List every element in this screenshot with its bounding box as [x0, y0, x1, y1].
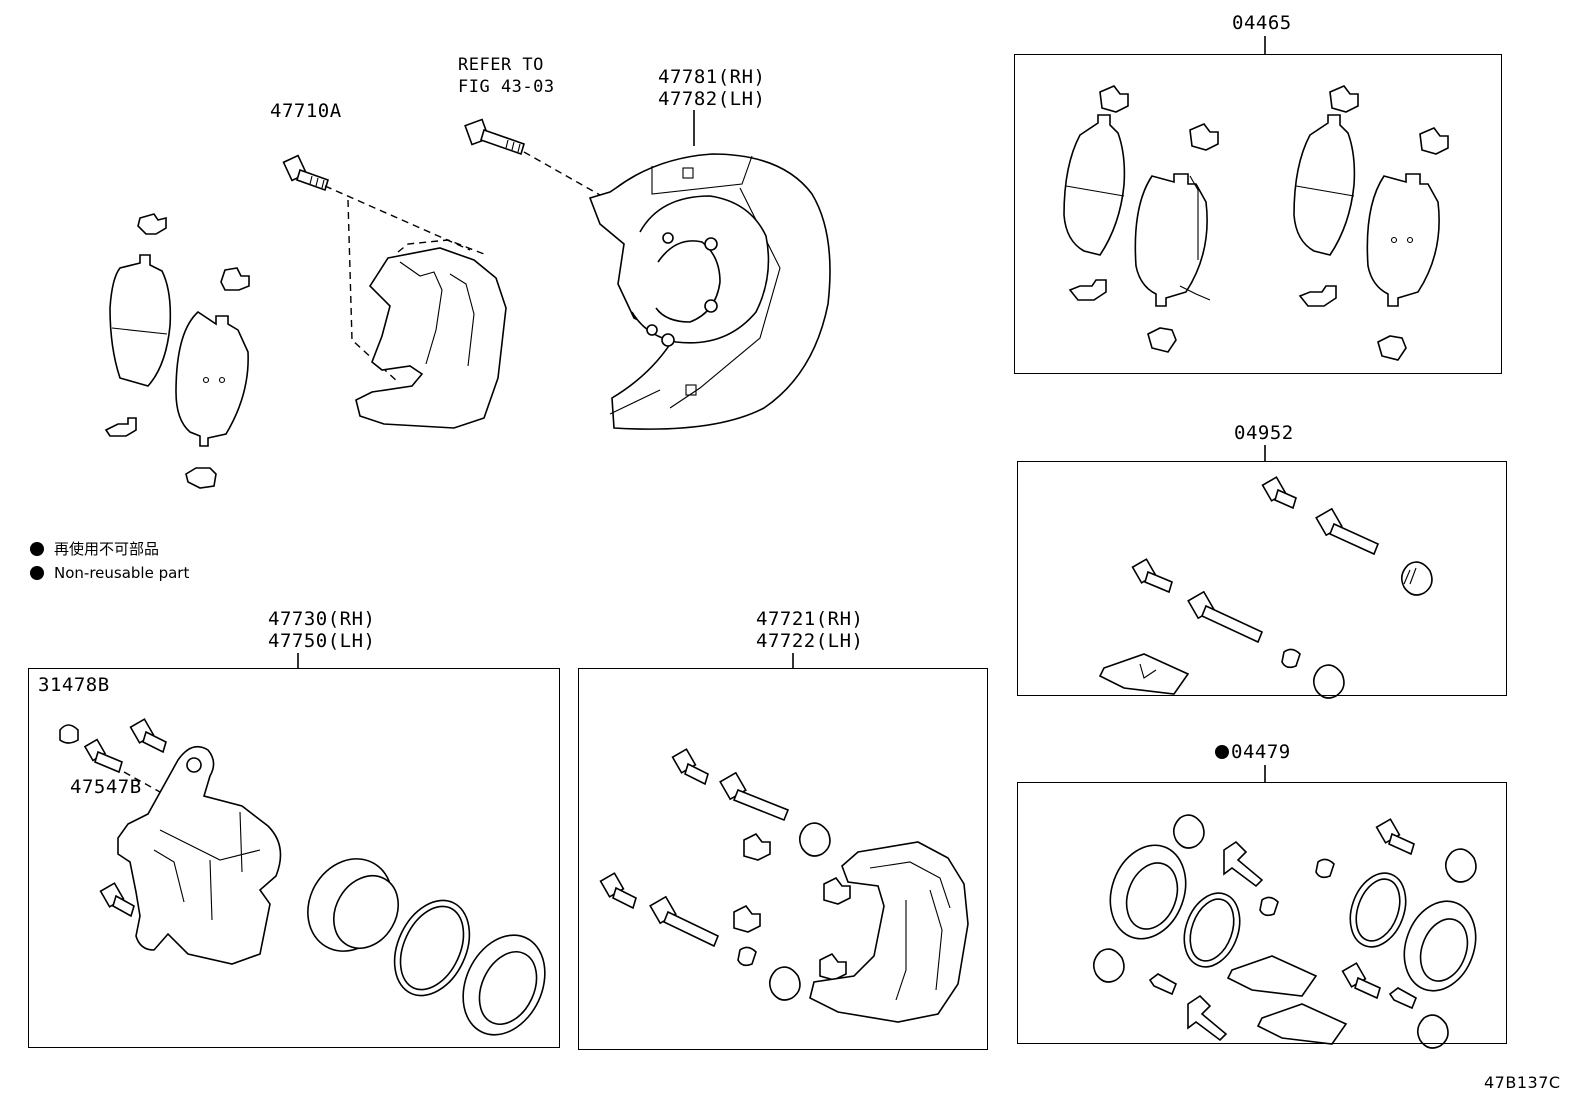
label-47730-rh[interactable]: 47730(RH) [268, 608, 376, 630]
pad-kit-04465-parts [1063, 85, 1449, 361]
bracket-assembly-parts [599, 748, 969, 1023]
box-04952-pin-kit [1017, 461, 1507, 696]
caliper-assembly-parts [59, 718, 546, 1036]
cylinder-kit-04479-parts [1092, 814, 1477, 1049]
refer-note-line-1: REFER TO [458, 55, 544, 75]
label-47722-lh[interactable]: 47722(LH) [756, 630, 864, 652]
label-47782-lh[interactable]: 47782(LH) [658, 88, 766, 110]
box-04479-cylinder-kit [1017, 782, 1507, 1044]
caliper-mounting-bracket [355, 239, 507, 429]
refer-note-line-2[interactable]: FIG 43-03 [458, 77, 555, 97]
label-04479: 04479 [1231, 741, 1291, 763]
label-04952[interactable]: 04952 [1234, 422, 1294, 444]
figure-code: 47B137C [1484, 1073, 1561, 1092]
non-reusable-dot-icon [1215, 745, 1229, 759]
box-47730-caliper [28, 668, 560, 1048]
label-31478b[interactable]: 31478B [38, 674, 110, 696]
legend-jp-text: 再使用不可部品 [54, 540, 160, 558]
box-04465-pad-kit [1014, 54, 1502, 374]
non-reusable-dot-icon [30, 541, 44, 556]
label-47750-lh[interactable]: 47750(LH) [268, 630, 376, 652]
legend-en-text: Non-reusable part [54, 564, 190, 582]
brake-pad-set-loose [104, 213, 250, 489]
box-47721-bracket [578, 668, 988, 1050]
label-47781-rh[interactable]: 47781(RH) [658, 66, 766, 88]
mounting-bolt-47710a [282, 154, 329, 192]
label-47721-rh[interactable]: 47721(RH) [756, 608, 864, 630]
shield-bolt [464, 118, 525, 156]
label-47547b[interactable]: 47547B [70, 776, 142, 798]
non-reusable-dot-icon [30, 566, 44, 580]
pin-kit-04952-parts [1098, 476, 1433, 699]
legend-en: Non-reusable part [30, 564, 189, 582]
disc-dust-shield [588, 153, 831, 430]
legend-jp: 再使用不可部品 [30, 538, 159, 559]
label-04479-row[interactable]: 04479 [1215, 741, 1291, 763]
label-04465[interactable]: 04465 [1232, 12, 1292, 34]
label-47710a[interactable]: 47710A [270, 100, 342, 122]
